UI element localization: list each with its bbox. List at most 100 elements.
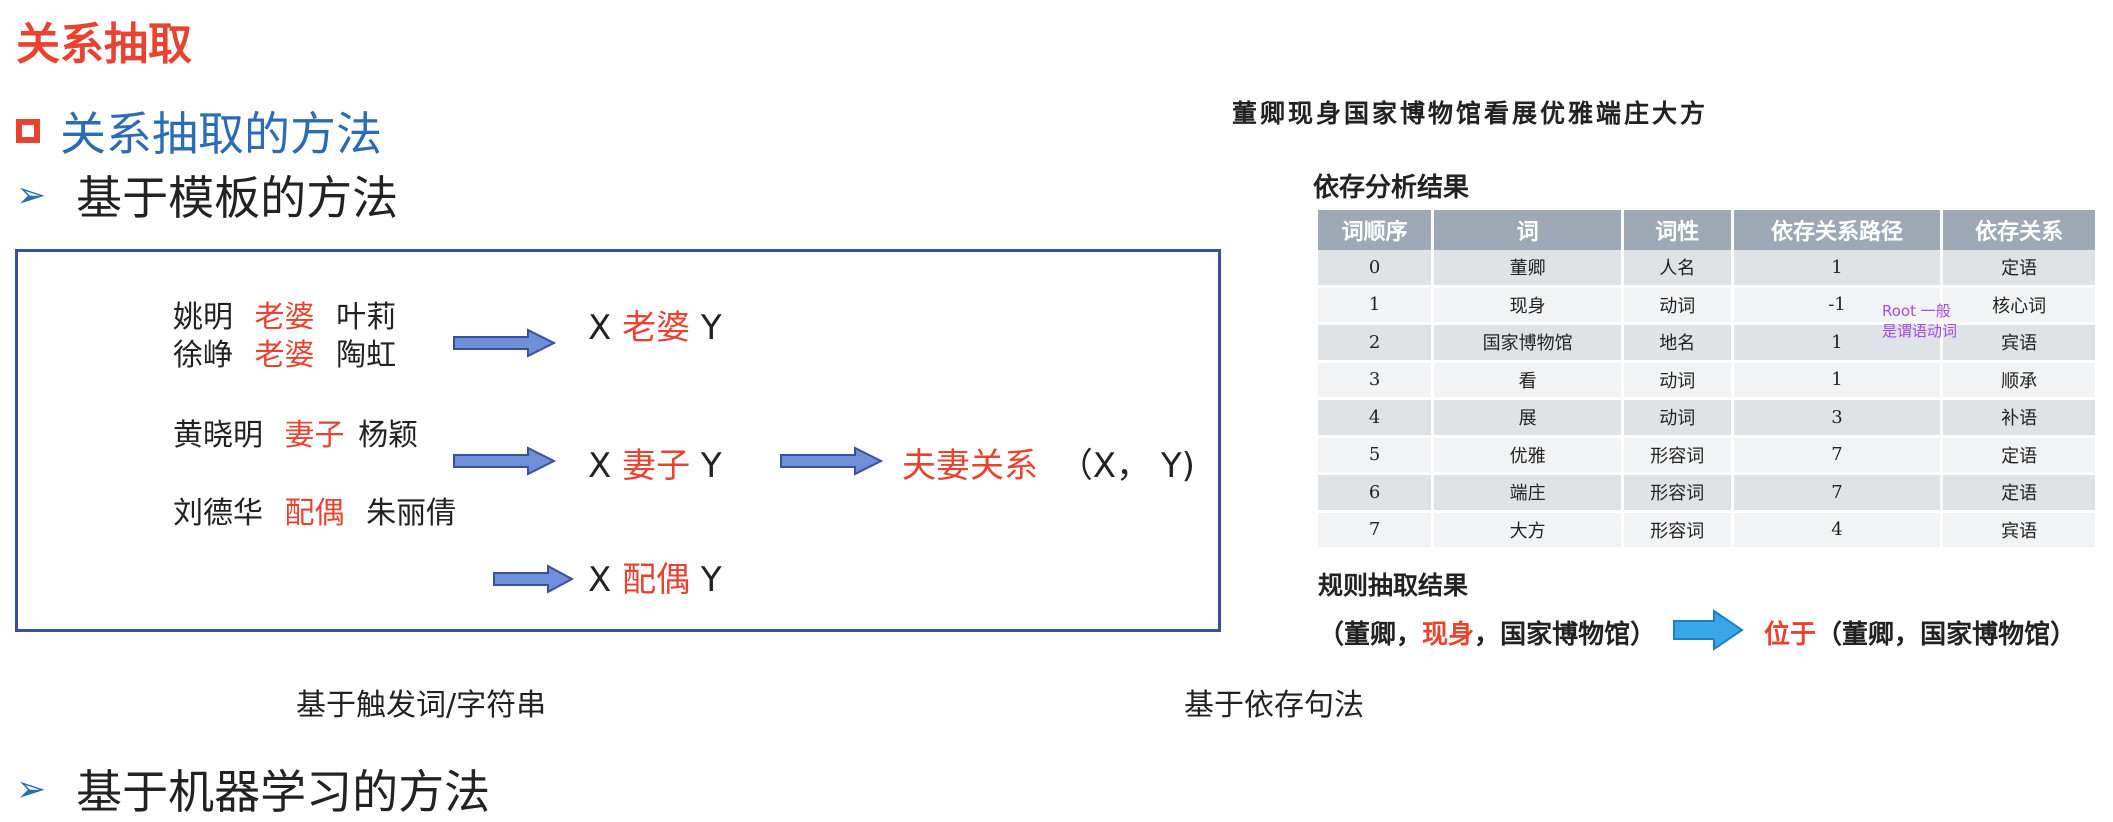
triple-object: 国家博物馆 (1500, 620, 1631, 650)
table-cell: 5 (1318, 436, 1435, 475)
dependency-table: 词顺序 词 词性 依存关系路径 依存关系 0 董卿 人名 1 定语 1 现身 动… (1318, 210, 2098, 550)
table-cell: 7 (1732, 473, 1944, 513)
separator: ， (1474, 620, 1501, 650)
rule-result-title: 规则抽取结果 (1318, 571, 1469, 600)
example-subject: 徐峥 (173, 338, 233, 373)
right-arrow-icon (780, 446, 884, 476)
table-row: 0 董卿 人名 1 定语 (1318, 250, 2098, 288)
dependency-subtitle: 依存分析结果 (1313, 173, 1470, 203)
table-cell: 宾语 (1941, 511, 2098, 550)
section-heading-text: 关系抽取的方法 (60, 107, 382, 161)
template-example-box: 姚明 老婆 叶莉 徐峥 老婆 陶虹 黄晓明 妻子 杨颖 刘德华 配偶 朱丽倩 X… (15, 249, 1221, 632)
example-line: 黄晓明 妻子 杨颖 (173, 410, 418, 454)
table-cell: 宾语 (1941, 323, 2098, 363)
table-cell: 4 (1318, 398, 1435, 438)
table-cell: 1 (1732, 323, 1944, 363)
table-cell: 形容词 (1622, 436, 1734, 475)
example-object: 杨颖 (358, 418, 419, 453)
example-subject: 姚明 (173, 300, 233, 335)
table-row: 6 端庄 形容词 7 定语 (1318, 473, 2098, 513)
right-arrow-icon (453, 328, 557, 358)
dependency-sentence: 董卿现身国家博物馆看展优雅端庄大方 (1232, 99, 1709, 128)
chevron-right-icon: ➢ (16, 768, 47, 810)
example-object: 叶莉 (336, 300, 397, 335)
table-cell: 地名 (1622, 323, 1734, 363)
right-arrow-icon (493, 564, 575, 594)
table-row: 7 大方 形容词 4 宾语 (1318, 511, 2098, 550)
example-object: 陶虹 (336, 338, 397, 373)
chevron-right-icon: ➢ (16, 174, 47, 216)
table-row: 5 优雅 形容词 7 定语 (1318, 436, 2098, 475)
separator: ， (1894, 620, 1921, 650)
table-cell: 端庄 (1432, 473, 1624, 513)
paren: ） (1630, 620, 1657, 650)
relation-args: （X， Y) (1058, 446, 1195, 486)
pattern-laopo: X 老婆 Y (588, 300, 722, 349)
table-cell: 形容词 (1622, 511, 1734, 550)
rule-input-triple: （董卿，现身，国家博物馆） (1318, 614, 1656, 651)
table-cell: 展 (1432, 398, 1624, 438)
square-outline-icon (16, 119, 40, 143)
column-header: 词 (1432, 210, 1624, 250)
example-line: 徐峥 老婆 陶虹 (173, 330, 396, 374)
table-cell: 1 (1318, 286, 1435, 325)
bullet-ml-method: ➢ 基于机器学习的方法 (16, 756, 490, 822)
triple-verb: 现身 (1422, 620, 1475, 650)
table-cell: 6 (1318, 473, 1435, 513)
table-cell: 形容词 (1622, 473, 1734, 513)
example-trigger: 老婆 (254, 300, 315, 335)
column-header: 依存关系 (1941, 210, 2098, 250)
table-cell: 定语 (1941, 436, 2098, 475)
section-heading: 关系抽取的方法 (16, 98, 382, 164)
table-cell: 人名 (1622, 250, 1734, 288)
table-cell: 看 (1432, 361, 1624, 400)
example-trigger: 妻子 (284, 418, 345, 453)
pattern-x: X (588, 308, 612, 348)
column-header: 词性 (1622, 210, 1734, 250)
example-line: 刘德华 配偶 朱丽倩 (173, 488, 456, 532)
pattern-x: X (588, 560, 612, 600)
pattern-peiou: X 配偶 Y (588, 552, 722, 601)
paren: ） (2050, 620, 2077, 650)
table-cell: 2 (1318, 323, 1435, 363)
table-cell: 3 (1318, 361, 1435, 400)
root-annotation: Root 一般是谓语动词 (1882, 302, 1958, 340)
table-row: 2 国家博物馆 地名 1 宾语 (1318, 323, 2098, 363)
example-trigger: 老婆 (254, 338, 315, 373)
table-cell: 动词 (1622, 361, 1734, 400)
bullet-ml-text: 基于机器学习的方法 (76, 765, 491, 819)
caption-dependency-based: 基于依存句法 (1184, 688, 1364, 723)
bullet-template-text: 基于模板的方法 (76, 171, 399, 225)
example-object: 朱丽倩 (366, 496, 457, 531)
table-cell: 动词 (1622, 398, 1734, 438)
page-title: 关系抽取 (16, 19, 192, 70)
table-cell: 0 (1318, 250, 1435, 288)
table-cell: 1 (1732, 250, 1944, 288)
table-cell: 国家博物馆 (1432, 323, 1624, 363)
table-cell: 定语 (1941, 473, 2098, 513)
triple-subject: 董卿 (1344, 620, 1397, 650)
table-header-row: 词顺序 词 词性 依存关系路径 依存关系 (1318, 210, 2098, 250)
table-cell: 现身 (1432, 286, 1624, 325)
relation-label: 夫妻关系 (902, 446, 1038, 486)
paren: （ (1318, 620, 1345, 650)
table-cell: 4 (1732, 511, 1944, 550)
table-cell: 动词 (1622, 286, 1734, 325)
example-trigger: 配偶 (284, 496, 345, 531)
table-row: 4 展 动词 3 补语 (1318, 398, 2098, 438)
table-row: 1 现身 动词 -1 核心词 (1318, 286, 2098, 325)
table-cell: -1 (1732, 286, 1944, 325)
column-header: 依存关系路径 (1732, 210, 1944, 250)
pattern-x: X (588, 446, 612, 486)
rule-output-triple: 位于（董卿，国家博物馆） (1764, 614, 2076, 651)
output-object: 国家博物馆 (1920, 620, 2051, 650)
table-cell: 7 (1318, 511, 1435, 550)
pattern-y: Y (700, 308, 722, 348)
pattern-y: Y (700, 560, 722, 600)
caption-trigger-based: 基于触发词/字符串 (296, 688, 547, 723)
relation-result: 夫妻关系 （X， Y) (902, 438, 1195, 487)
pattern-trigger: 老婆 (622, 308, 691, 348)
table-cell: 董卿 (1432, 250, 1624, 288)
example-line: 姚明 老婆 叶莉 (173, 292, 396, 336)
right-arrow-icon (453, 446, 557, 476)
